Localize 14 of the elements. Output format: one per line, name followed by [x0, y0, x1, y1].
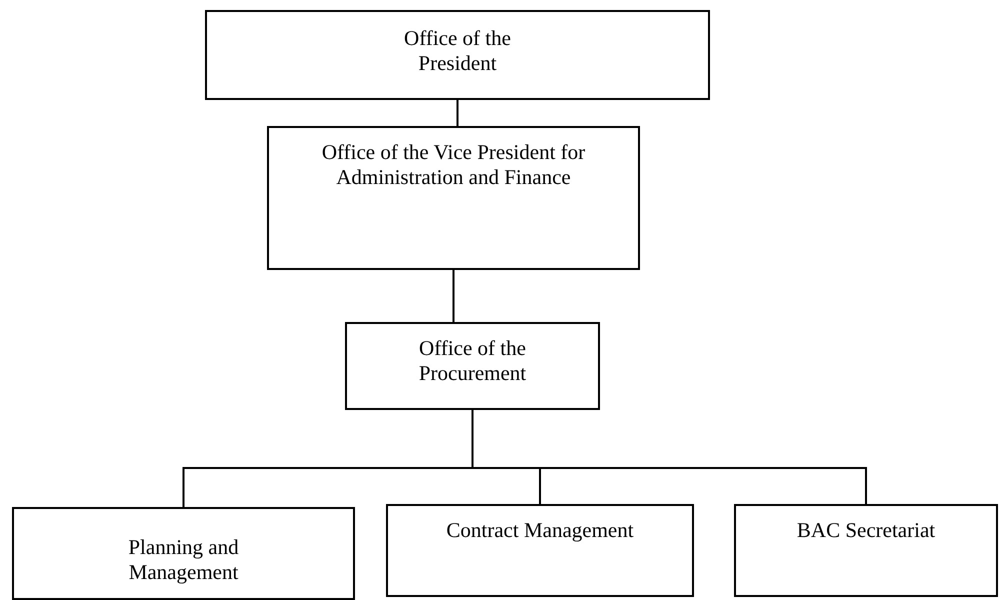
unit-name: Office of the Vice President for Administration and Finance — [320, 140, 586, 190]
unit-name: Planning and Management — [127, 535, 240, 585]
org-unit-box — [734, 504, 998, 597]
unit-name: BAC Secretariat — [796, 518, 936, 543]
org-unit-box — [205, 10, 710, 100]
org-unit-box — [386, 504, 694, 597]
connector-line — [452, 270, 454, 322]
connector-line — [456, 100, 458, 126]
org-unit-box — [267, 126, 640, 270]
unit-name: Office of the Procurement — [418, 336, 528, 386]
org-unit-box — [12, 507, 355, 600]
unit-name: Office of the President — [403, 26, 512, 76]
org-unit-box — [345, 322, 600, 410]
unit-name: Contract Management — [446, 518, 634, 543]
